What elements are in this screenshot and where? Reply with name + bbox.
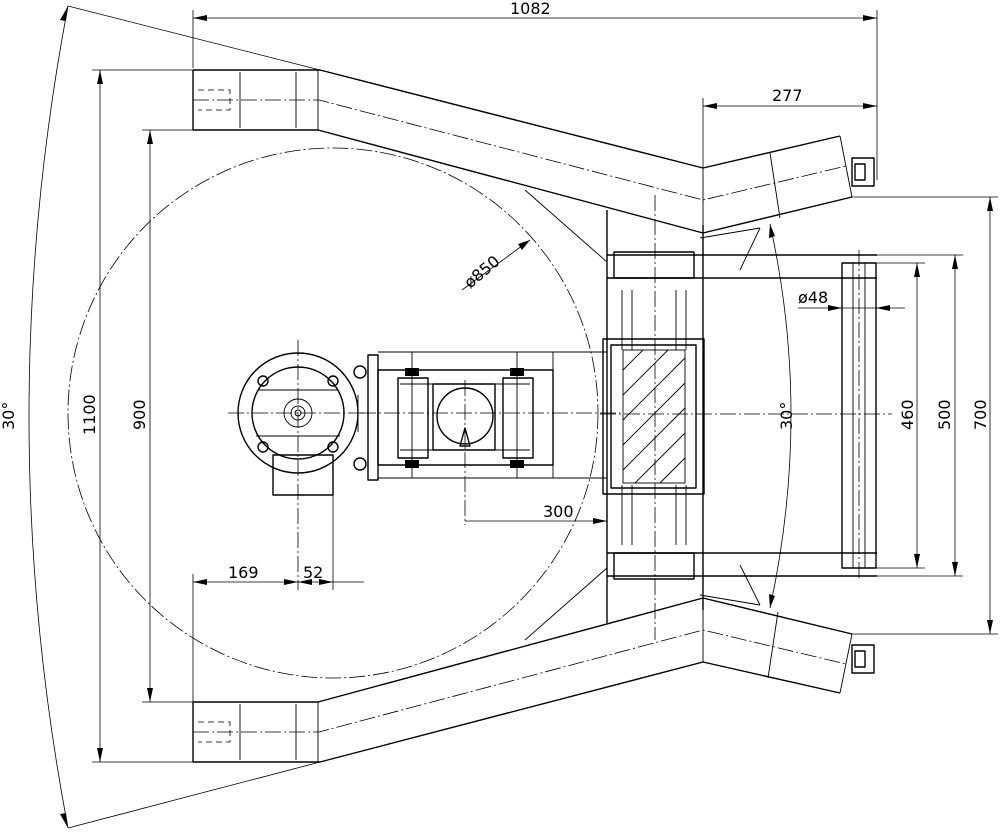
swing-circle <box>67 147 599 679</box>
axle-assembly <box>600 227 892 606</box>
dim-inner-angle: 30° <box>777 402 796 430</box>
dim-height-700: 700 <box>971 399 990 430</box>
dim-height-460: 460 <box>898 399 917 430</box>
dim-pin-diameter: ø48 <box>798 288 828 307</box>
dim-overall-width: 1082 <box>510 0 551 18</box>
dim-height-900: 900 <box>130 399 149 430</box>
dim-swing-circle: ø850 <box>460 252 503 292</box>
central-frame <box>524 189 705 641</box>
gearbox <box>360 351 620 525</box>
dim-outer-angle: 30° <box>0 402 18 430</box>
dim-height-1100: 1100 <box>80 394 99 435</box>
dim-tip-offset: 277 <box>772 86 803 105</box>
motor <box>228 340 368 590</box>
dimension-lines <box>28 5 998 829</box>
dim-offset-52: 52 <box>303 563 323 582</box>
dim-offset-300: 300 <box>543 502 574 521</box>
dim-height-500: 500 <box>935 399 954 430</box>
dim-offset-169: 169 <box>228 563 259 582</box>
lower-arm <box>192 597 875 763</box>
hatch-area <box>622 349 686 484</box>
upper-arm <box>192 69 875 234</box>
